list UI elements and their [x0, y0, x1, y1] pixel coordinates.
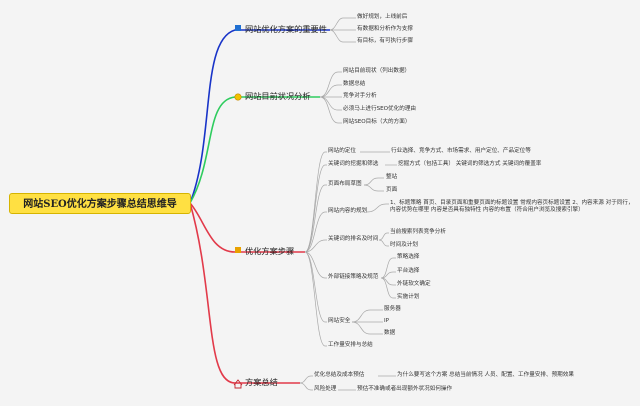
step-item[interactable]: 关键词的排名及时间 [328, 236, 379, 242]
step-note[interactable]: 1、标题策略 首页、目录页面和重要页面的标题设置 常规内容页标题设置 2、内容来… [390, 200, 634, 213]
step-item[interactable]: 外部链接策略及规范 [328, 274, 379, 280]
sub-item[interactable]: 平台选择 [397, 268, 420, 274]
summary-note[interactable]: 预估不准确或者出现额外状况如何操作 [357, 386, 453, 392]
summary-note[interactable]: 为什么要写这个方案 总结当前情况 人员、配置、工作量安排、预期效果 [397, 372, 574, 378]
sub-item[interactable]: 实施计划 [397, 294, 420, 300]
summary-item[interactable]: 风险处理 [314, 386, 337, 392]
flag-icon [235, 247, 241, 253]
step-item[interactable]: 网站内容的规划 [328, 208, 368, 214]
step-item[interactable]: 关键词的挖掘和筛选 [328, 161, 379, 167]
step-note[interactable]: 挖掘方式（包括工具） 关键词的筛选方式 关键词的覆盖率 [398, 161, 542, 167]
step-item[interactable]: 网站的定位 [328, 148, 356, 154]
sub-item[interactable]: 整站 [386, 174, 398, 180]
sub-item[interactable]: 时间及计划 [390, 242, 418, 248]
leaf-item[interactable]: 必须马上进行SEO优化的理由 [343, 106, 417, 112]
leaf-item[interactable]: 网站SEO目标（大的方面） [343, 119, 411, 125]
leaf-item[interactable]: 做好规划，上线前后 [357, 14, 408, 20]
sub-item[interactable]: 页面 [386, 187, 398, 193]
sub-item[interactable]: 策略选择 [397, 254, 420, 260]
sub-item[interactable]: 数据 [384, 330, 396, 336]
sub-item[interactable]: 当前搜索列表竞争分析 [390, 229, 446, 235]
branch-steps[interactable]: 优化方案步骤 [245, 246, 295, 256]
branch-summary[interactable]: 方案总结 [245, 377, 278, 387]
sun-icon [234, 93, 242, 101]
root-node[interactable]: 网站SEO优化方案步骤总结思维导 [9, 193, 191, 214]
leaf-item[interactable]: 网站目前现状（列出数据） [343, 68, 411, 74]
branch-line-importance [189, 29, 330, 204]
summary-item[interactable]: 优化总结及成本预估 [314, 372, 365, 378]
step-note[interactable]: 行业选择、竞争方式、市场需求、用户定位、产品定位等 [391, 148, 531, 154]
branch-line-status [189, 96, 320, 204]
branch-status[interactable]: 网站目前状况分析 [245, 91, 311, 101]
home-icon [233, 379, 243, 389]
branch-line-summary [189, 202, 300, 384]
leaf-item[interactable]: 有目标，有可执行步骤 [357, 38, 413, 44]
leaf-item[interactable]: 数据总结 [343, 81, 366, 87]
step-item[interactable]: 工作量安排与总结 [328, 342, 373, 348]
branch-importance[interactable]: 网站优化方案的重要性 [245, 24, 327, 34]
flag-icon [235, 25, 241, 31]
leaf-item[interactable]: 有数据和分析作为支撑 [357, 26, 413, 32]
step-item[interactable]: 网站安全 [328, 318, 351, 324]
sub-item[interactable]: IP [384, 318, 390, 324]
branch-line-steps [189, 202, 305, 253]
sub-item[interactable]: 服务器 [384, 306, 401, 312]
sub-item[interactable]: 外链软文确定 [397, 281, 431, 287]
leaf-item[interactable]: 竞争对手分析 [343, 93, 377, 99]
step-item[interactable]: 页面布局草图 [328, 181, 362, 187]
